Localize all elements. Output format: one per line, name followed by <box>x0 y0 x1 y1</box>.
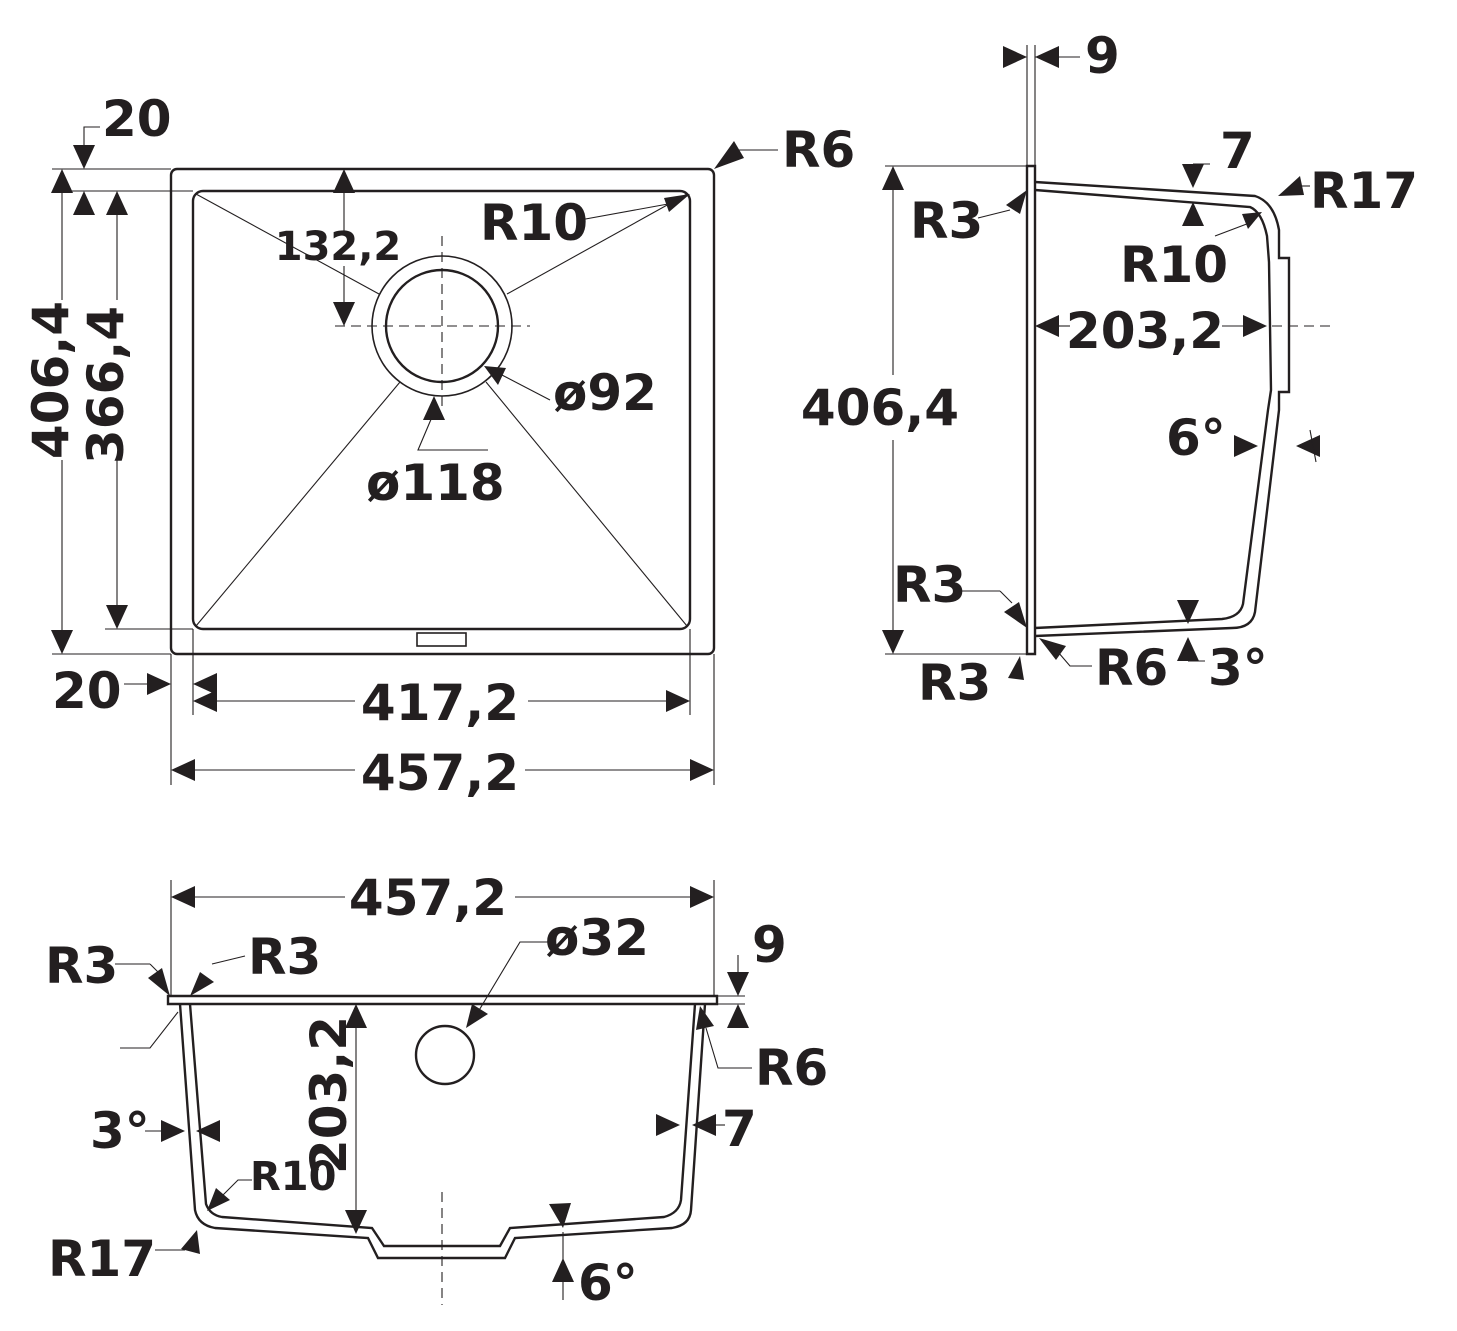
front-depth-203: 203,2 <box>300 1016 358 1174</box>
side-r3-mid: R3 <box>893 556 966 614</box>
top-corner-r6: R6 <box>782 121 855 179</box>
side-r3-top: R3 <box>910 192 983 250</box>
side-r17: R17 <box>1310 162 1418 220</box>
side-angle-3: 3° <box>1208 639 1268 697</box>
front-r3-left: R3 <box>45 937 118 995</box>
side-view-outer-profile <box>1034 180 1291 638</box>
front-overflow-dia: ø32 <box>545 909 649 967</box>
top-drain-inner-dia: ø92 <box>553 364 657 422</box>
top-width-inner: 417,2 <box>361 674 519 732</box>
side-r10: R10 <box>1120 236 1228 294</box>
top-flange-left-label: 20 <box>52 662 122 720</box>
front-r3-right: R3 <box>248 928 321 986</box>
front-view: 457,2 ø32 9 R3 R3 R6 203,2 <box>45 869 828 1312</box>
side-view: 9 406,4 R3 7 R17 R10 203,2 <box>801 27 1418 712</box>
front-r6: R6 <box>755 1039 828 1097</box>
front-r17: R17 <box>48 1230 156 1288</box>
front-flange-9: 9 <box>752 916 787 974</box>
top-corner-r10: R10 <box>480 194 588 252</box>
side-view-inner-profile <box>1034 188 1273 630</box>
top-flange-top-label: 20 <box>102 90 172 148</box>
top-view: 406,4 366,4 20 R6 R10 132,2 ø92 ø11 <box>22 90 855 802</box>
side-r3-bottom: R3 <box>918 654 991 712</box>
side-view-flange <box>1025 164 1037 656</box>
side-flange-9: 9 <box>1085 27 1120 85</box>
front-view-flange <box>166 994 719 1006</box>
side-depth-203: 203,2 <box>1066 302 1224 360</box>
overflow-slot <box>416 632 467 647</box>
top-view-outer-outline <box>169 167 716 656</box>
top-drain-offset: 132,2 <box>275 224 402 270</box>
top-view-slope-lines <box>195 193 688 627</box>
top-view-inner-bowl <box>191 189 692 631</box>
side-wall-7: 7 <box>1220 122 1255 180</box>
top-drain-outer-dia: ø118 <box>366 454 505 512</box>
side-r6: R6 <box>1095 639 1168 697</box>
front-wall-7: 7 <box>722 1100 757 1158</box>
front-width-457: 457,2 <box>349 869 507 927</box>
overflow-hole <box>414 1024 476 1086</box>
front-angle-3: 3° <box>90 1102 150 1160</box>
front-angle-6: 6° <box>578 1254 638 1312</box>
top-width-outer: 457,2 <box>361 744 519 802</box>
side-angle-6: 6° <box>1166 409 1226 467</box>
side-length-406: 406,4 <box>801 379 959 437</box>
front-r10: R10 <box>250 1154 336 1200</box>
top-height-inner: 366,4 <box>77 306 135 464</box>
top-height-outer: 406,4 <box>22 301 80 459</box>
